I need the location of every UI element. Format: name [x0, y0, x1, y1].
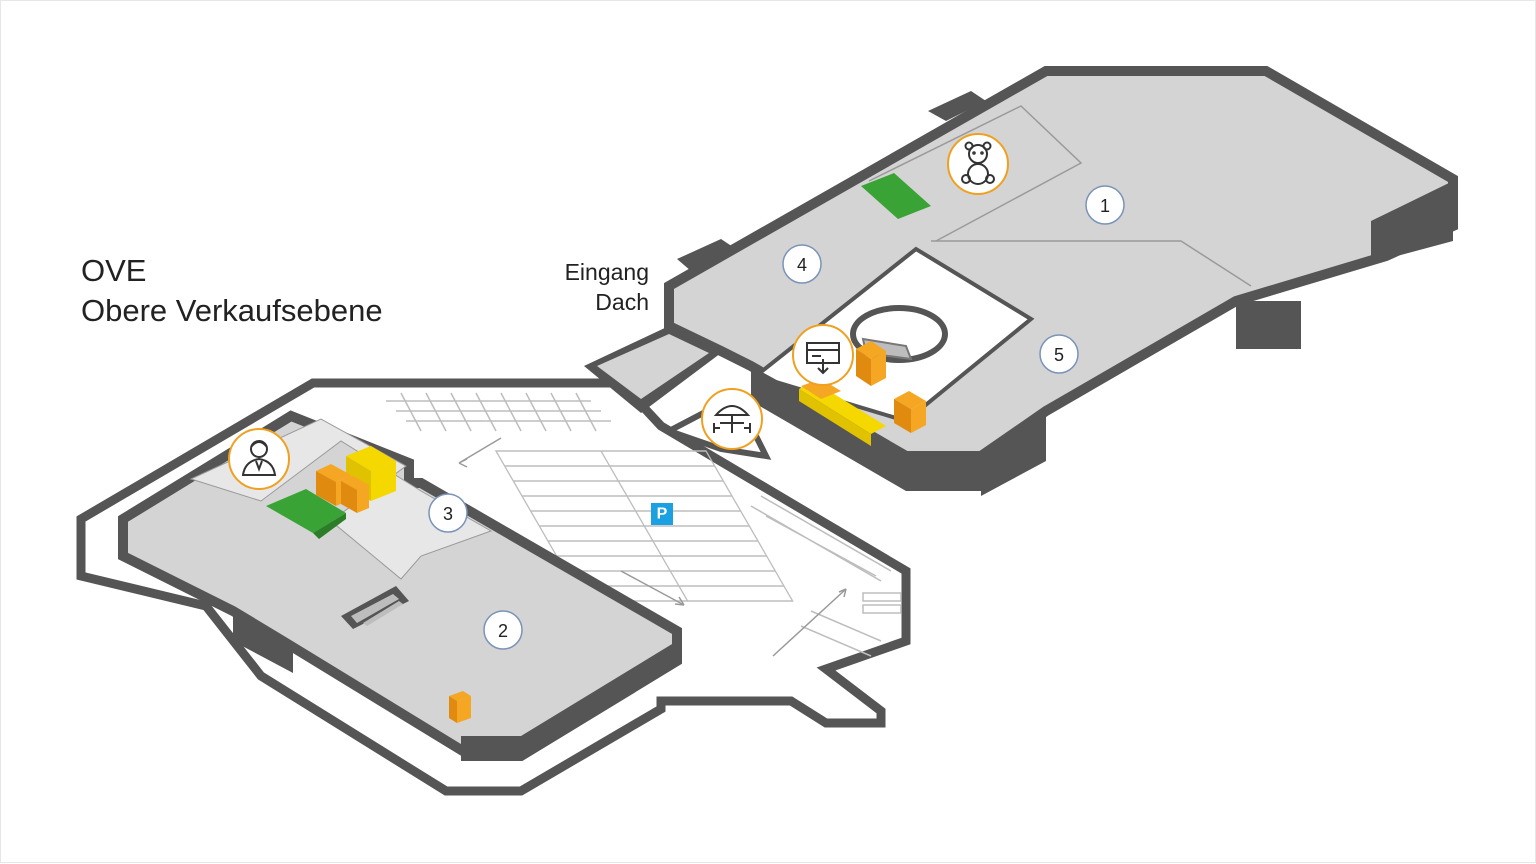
shop-block-bottom — [449, 691, 471, 723]
right-building — [664, 66, 1458, 496]
cash-withdrawal-icon[interactable] — [792, 324, 854, 386]
customer-service-icon[interactable] — [228, 428, 290, 490]
entrance-roof-structure — [584, 326, 721, 413]
title-level-name: Obere Verkaufsebene — [81, 293, 383, 328]
entrance-label-line2: Dach — [595, 289, 649, 315]
shop-blocks-right — [799, 341, 926, 446]
green-zone-left — [266, 489, 346, 533]
marker-1[interactable]: 1 — [1085, 185, 1125, 225]
entrance-label-line1: Eingang — [564, 259, 649, 285]
marker-2[interactable]: 2 — [483, 610, 523, 650]
svg-text:2: 2 — [498, 621, 508, 641]
parking-stalls — [386, 392, 902, 657]
driving-arrows — [458, 437, 847, 657]
green-zone-right — [861, 173, 931, 219]
green-zone-left-2 — [313, 513, 346, 539]
entrance-label: Eingang Dach — [541, 257, 649, 317]
svg-text:1: 1 — [1100, 196, 1110, 216]
outdoor-seating-icon[interactable] — [701, 388, 763, 450]
svg-text:5: 5 — [1054, 345, 1064, 365]
marker-3[interactable]: 3 — [428, 493, 468, 533]
svg-text:4: 4 — [797, 255, 807, 275]
marker-5[interactable]: 5 — [1039, 334, 1079, 374]
parking-sign[interactable]: P — [651, 503, 673, 525]
svg-text:3: 3 — [443, 504, 453, 524]
page-title: OVE Obere Verkaufsebene — [81, 251, 383, 331]
teddy-bear-icon[interactable] — [947, 133, 1009, 195]
title-level-code: OVE — [81, 253, 147, 288]
shop-blocks-left — [316, 446, 396, 513]
marker-4[interactable]: 4 — [782, 244, 822, 284]
svg-text:P: P — [657, 506, 668, 523]
